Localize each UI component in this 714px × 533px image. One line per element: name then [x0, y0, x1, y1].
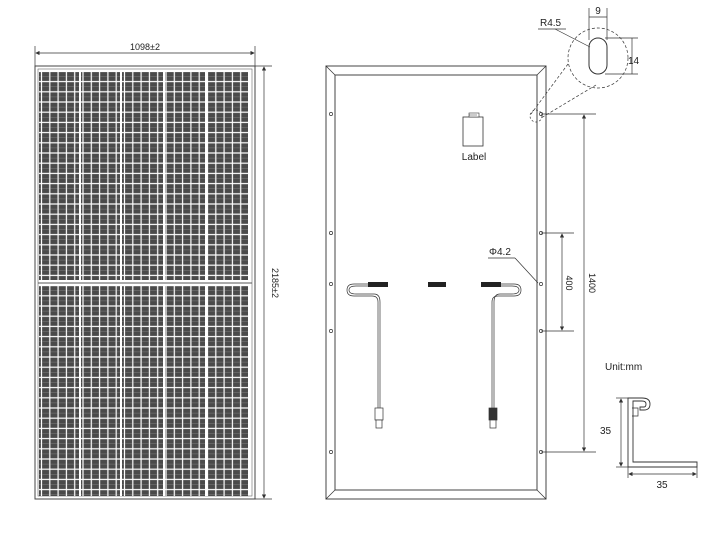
slot-height-label: 14: [628, 56, 640, 67]
hole-diameter-callout: Φ4.2: [488, 247, 539, 284]
slot-detail: R4.5 9 14: [529, 6, 640, 123]
right-connector: [488, 407, 498, 429]
right-cable: [491, 283, 522, 408]
panel-frame: [34, 65, 256, 500]
left-connector: [374, 407, 384, 429]
label-caption: Label: [462, 152, 486, 163]
hole-diameter-label: Φ4.2: [489, 247, 511, 258]
slot-width-label: 9: [595, 6, 601, 17]
height-dimension-label: 2185±2: [270, 268, 280, 298]
back-frame-inner: [334, 74, 538, 491]
label-box: Label: [462, 112, 486, 163]
height-dimension: 2185±2: [255, 65, 280, 500]
junction-boxes: [368, 282, 501, 287]
mounting-holes-right: [539, 112, 543, 454]
width-dimension: 1098±2: [34, 42, 256, 66]
width-dimension-label: 1098±2: [130, 42, 160, 52]
left-cable: [346, 283, 379, 408]
cell-array-top: [39, 72, 248, 280]
unit-label: Unit:mm: [605, 362, 642, 373]
cell-array-bottom: [39, 286, 248, 496]
frame-profile: Unit:mm 35 35: [600, 362, 698, 491]
spacing-1400-label: 1400: [587, 273, 597, 293]
back-view: Label Φ4.2: [325, 65, 597, 500]
profile-section: [627, 397, 698, 468]
spacing-400-label: 400: [564, 275, 574, 290]
slot-radius-label: R4.5: [540, 18, 562, 29]
spacing-400-dimension: 400: [541, 232, 574, 332]
back-frame-outer: [325, 65, 547, 500]
profile-height-label: 35: [600, 426, 612, 437]
front-view: 1098±2 2185±2: [34, 42, 280, 500]
spacing-1400-dimension: 1400: [541, 113, 597, 453]
mounting-holes-left: [329, 112, 333, 454]
detail-circle: [567, 27, 629, 89]
string-gaps: [79, 72, 207, 496]
slot-hole: [588, 37, 608, 75]
profile-width-label: 35: [656, 480, 668, 491]
